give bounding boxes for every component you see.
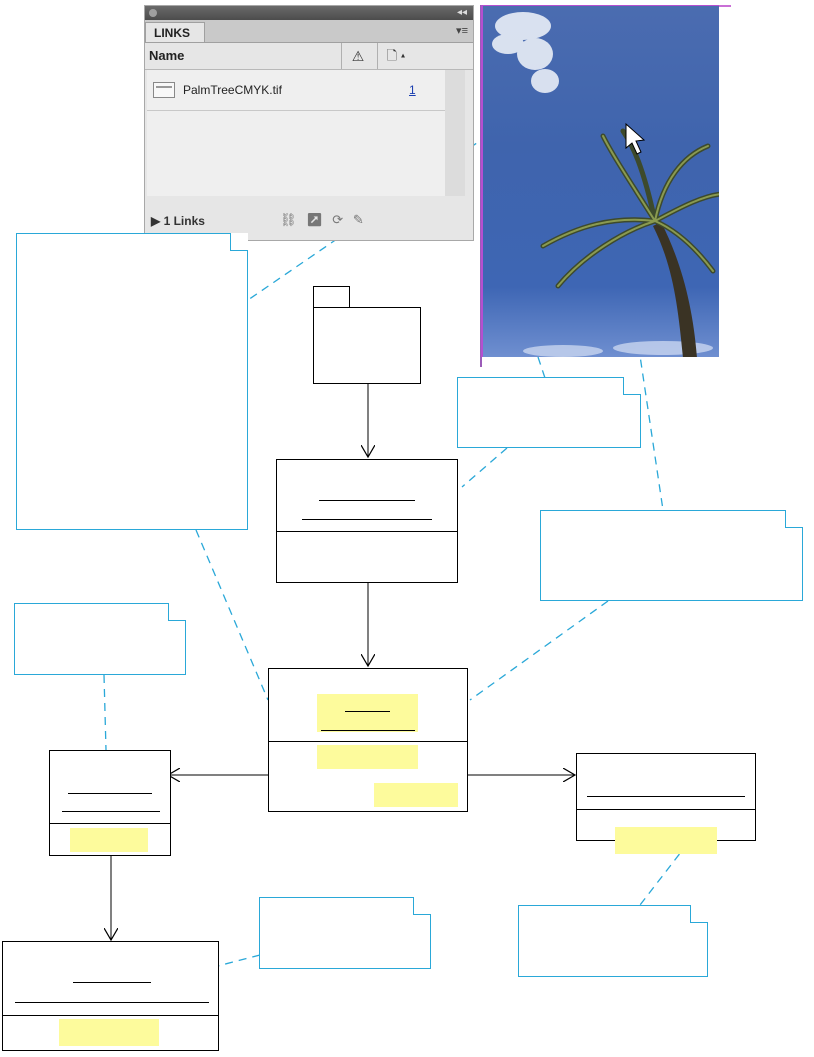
edit-original-icon[interactable]: ✎ (353, 212, 367, 227)
close-icon[interactable] (149, 9, 157, 17)
link-filename[interactable]: PalmTreeCMYK.tif (183, 83, 282, 97)
object-name-underline (319, 500, 415, 501)
links-panel: ◂◂ LINKS ▾≡ Name ⚠ 🗋 ▴ PalmTreeCMYK.tif … (144, 5, 474, 241)
warning-icon[interactable]: ⚠ (341, 43, 374, 69)
note-bottom-middle (259, 897, 431, 969)
goto-link-icon[interactable]: ↗ (306, 212, 326, 227)
highlight-attribute-2 (374, 783, 458, 807)
compartment-divider (3, 1015, 218, 1016)
links-count-label: 1 Links (164, 214, 205, 228)
palm-tree-image[interactable] (481, 5, 719, 357)
object-name-underline-2 (321, 730, 415, 731)
object-box-right (576, 753, 756, 841)
object-name-underline-2 (62, 811, 160, 812)
note-photo (457, 377, 641, 448)
links-list: PalmTreeCMYK.tif 1 (147, 70, 445, 196)
object-box-left (49, 750, 171, 856)
dash-note-to-object (462, 448, 507, 487)
compartment-divider (269, 741, 467, 742)
highlight-name (317, 694, 418, 732)
update-link-icon[interactable]: ⟳ (332, 212, 346, 227)
highlight-attribute (615, 827, 717, 854)
frame-edge-top (719, 5, 731, 7)
compartment-divider (50, 823, 170, 824)
highlight-attribute (70, 828, 148, 852)
links-count: ▶ 1 Links (151, 214, 205, 228)
relink-icon[interactable]: ⛓ (280, 212, 300, 227)
dash-bignote-to-link (196, 530, 268, 700)
compartment-divider (277, 531, 457, 532)
tab-links[interactable]: LINKS (145, 22, 205, 42)
link-page-number[interactable]: 1 (409, 83, 416, 97)
panel-titlebar[interactable]: ◂◂ (145, 6, 473, 20)
collapse-icon[interactable]: ◂◂ (457, 7, 467, 18)
panel-menu-icon[interactable]: ▾≡ (456, 24, 468, 37)
note-small-left (14, 603, 186, 675)
image-file-icon (153, 82, 175, 98)
object-box-top (276, 459, 458, 583)
highlight-attribute (59, 1019, 159, 1046)
dash-note-to-link (470, 601, 608, 700)
object-box-bottom (2, 941, 219, 1051)
note-palm (540, 510, 803, 601)
dash-photo-bottom-to-note (538, 357, 545, 378)
list-item[interactable]: PalmTreeCMYK.tif 1 (147, 70, 445, 111)
object-name-underline-2 (15, 1002, 209, 1003)
object-name-underline (345, 711, 390, 712)
package-folder (313, 307, 421, 384)
object-name-underline (587, 796, 745, 797)
compartment-divider (577, 809, 755, 810)
column-name[interactable]: Name (149, 48, 184, 63)
column-header: Name ⚠ 🗋 ▴ (145, 43, 473, 70)
object-name-underline-2 (302, 519, 432, 520)
object-name-underline (68, 793, 152, 794)
object-box-center (268, 668, 468, 812)
package-tab (313, 286, 350, 308)
palm-tree-picture (483, 6, 719, 357)
object-name-underline (73, 982, 151, 983)
scrollbar[interactable] (445, 70, 465, 196)
note-bottom-right (518, 905, 708, 977)
footer-toolbar: ⛓ ↗ ⟳ ✎ (280, 212, 367, 228)
page-icon[interactable]: 🗋 ▴ (377, 43, 414, 69)
dash-smallnote-to-left (104, 675, 106, 750)
highlight-attribute-1 (317, 745, 418, 769)
note-large-left (16, 233, 248, 530)
panel-tab-row: LINKS ▾≡ (145, 20, 473, 43)
